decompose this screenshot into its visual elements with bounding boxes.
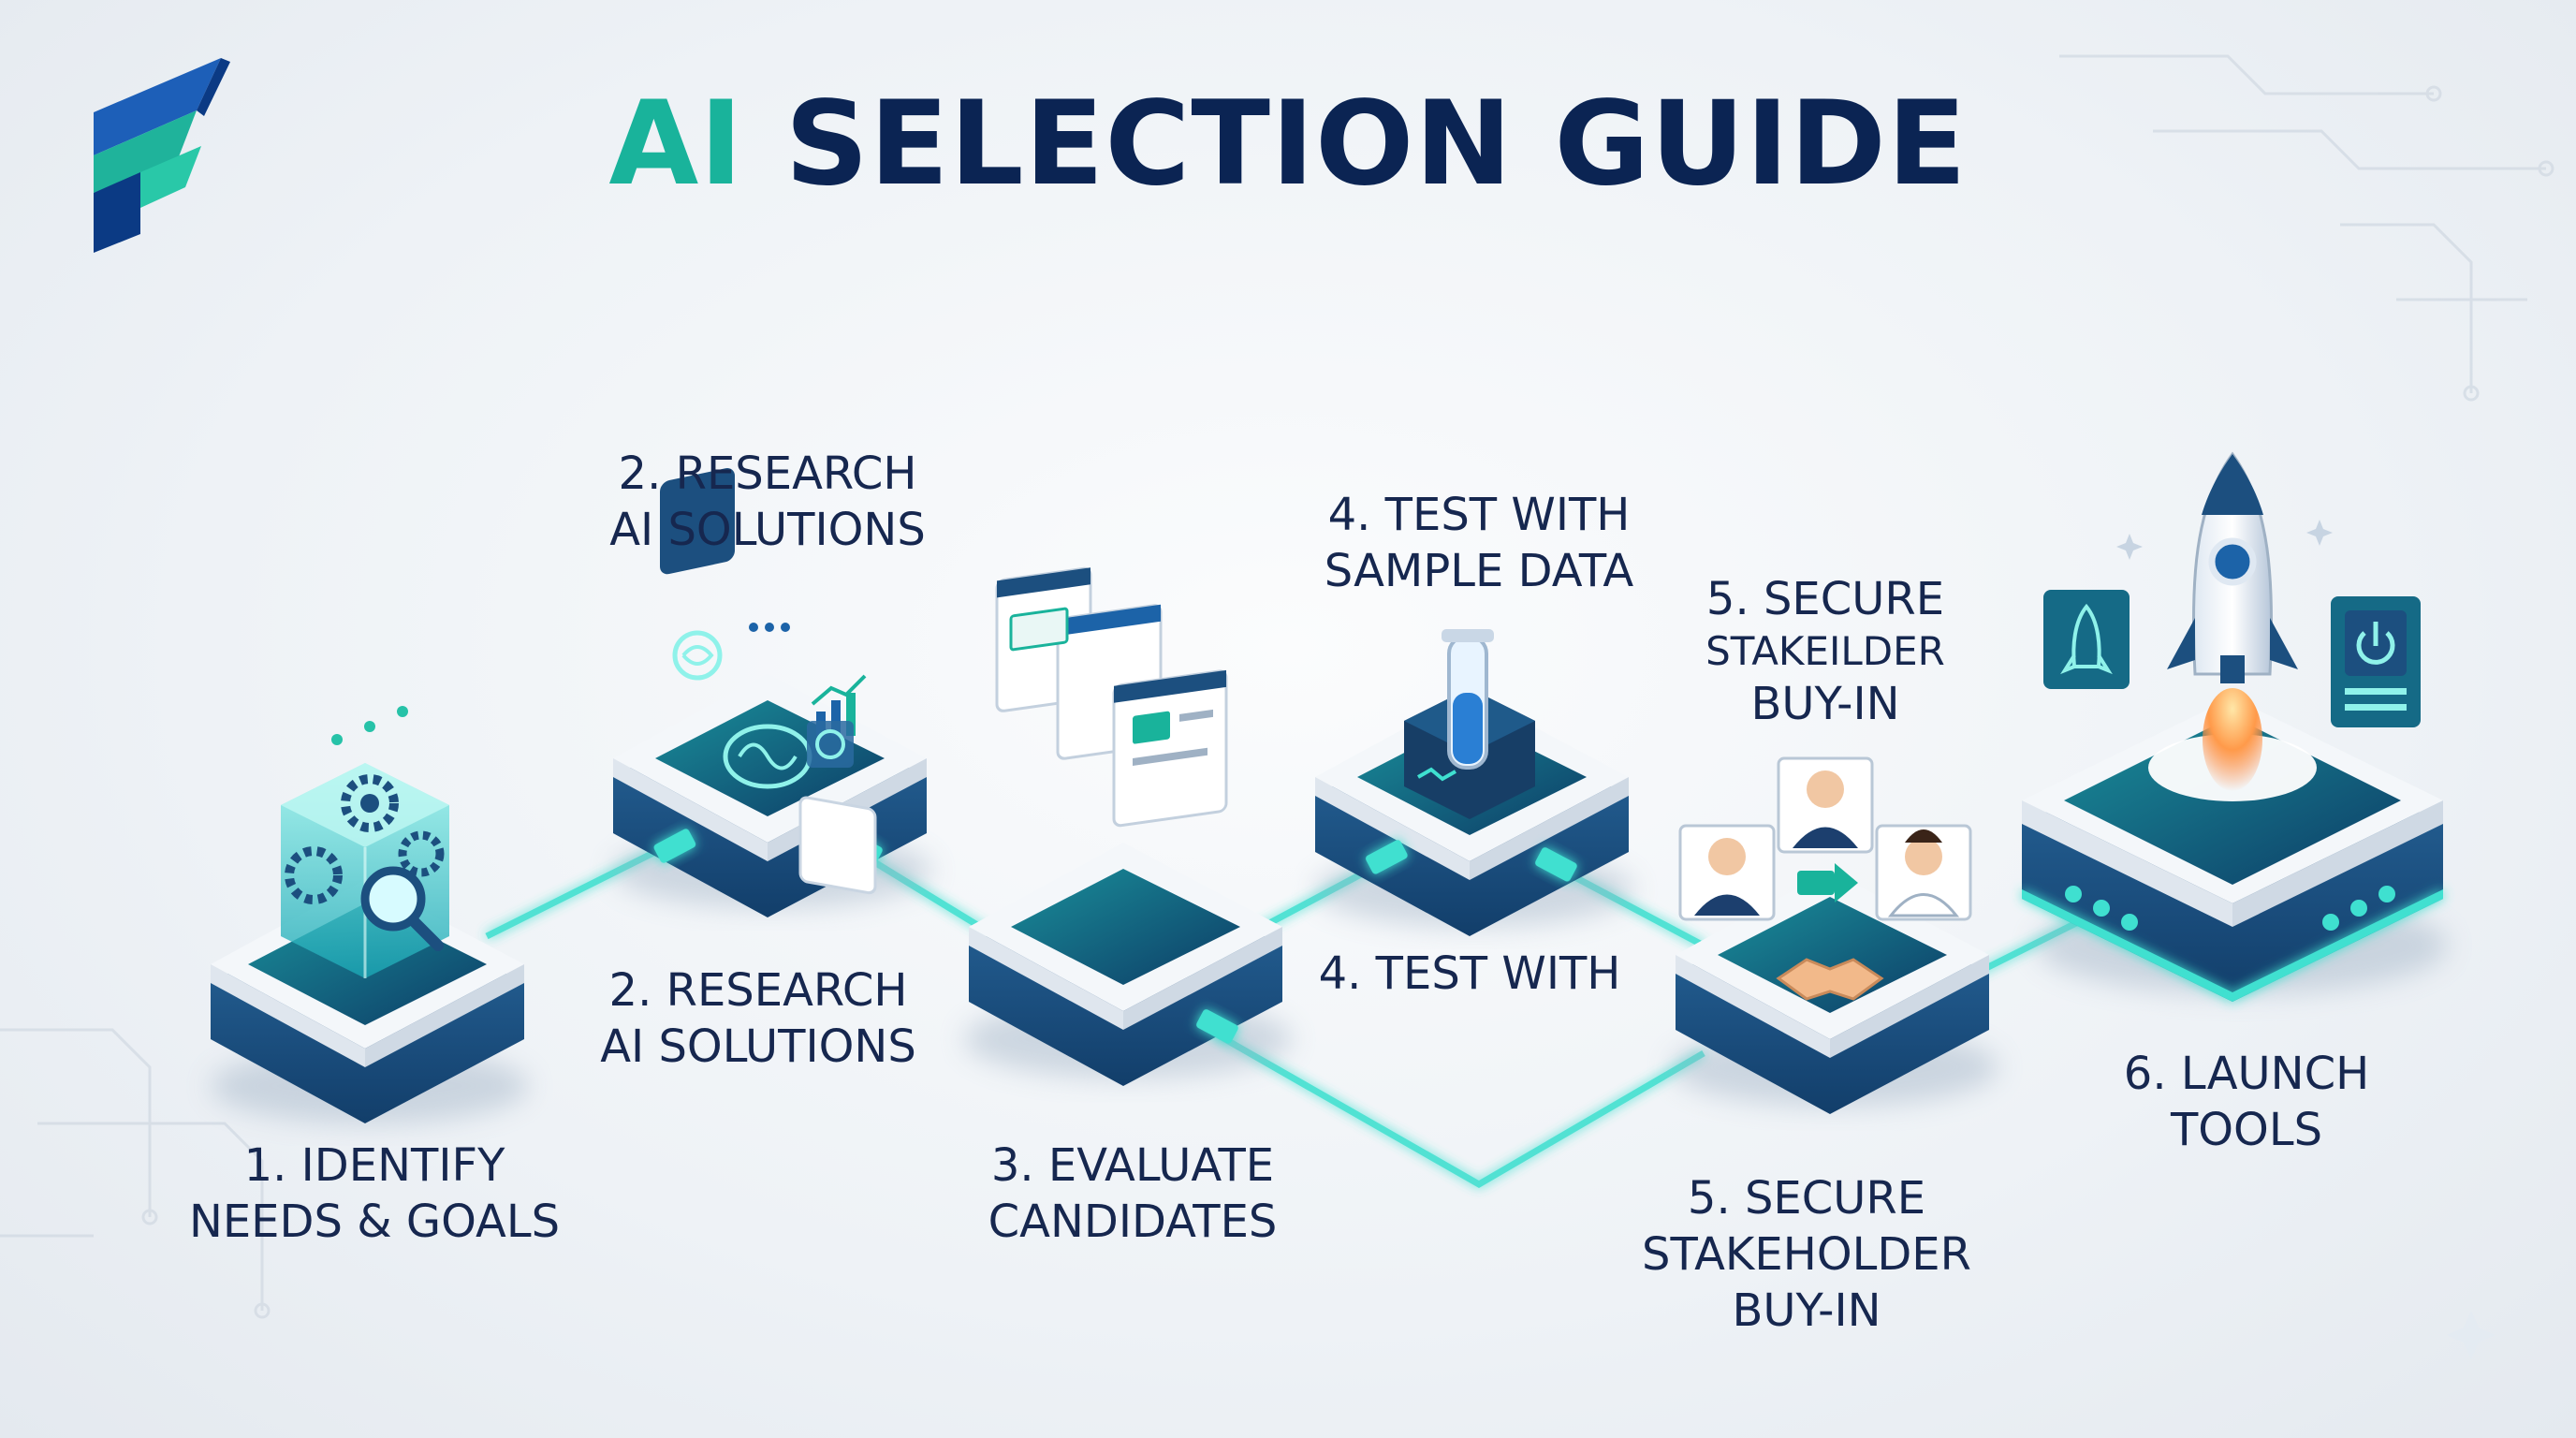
document-panels-icon bbox=[995, 566, 1228, 828]
sparkle-icon bbox=[2447, 1311, 2496, 1359]
step-label-line: AI SOLUTIONS bbox=[600, 1020, 916, 1073]
step-label-line: 1. IDENTIFY bbox=[243, 1139, 505, 1192]
step-label-line: 5. SECURE bbox=[1687, 1172, 1926, 1225]
step-label-line: 4. TEST WITH bbox=[1318, 947, 1621, 1000]
avatar bbox=[1678, 824, 1776, 921]
step-label-launch: 6. LAUNCH TOOLS bbox=[2050, 1046, 2443, 1158]
step-label-line: BUY-IN bbox=[1732, 1284, 1881, 1337]
platform-research bbox=[613, 674, 931, 917]
stakeholder-avatars bbox=[1678, 756, 1972, 921]
avatar bbox=[1875, 824, 1972, 921]
step-label-line: AI SOLUTIONS bbox=[609, 504, 926, 556]
avatar bbox=[1777, 756, 1874, 854]
step-label-line: STAKEILDER bbox=[1705, 628, 1945, 674]
step-label-test-top: 4. TEST WITH SAMPLE DATA bbox=[1282, 487, 1676, 599]
step-label-line: BUY-IN bbox=[1750, 678, 1900, 730]
step-label-line: TOOLS bbox=[2170, 1104, 2323, 1156]
step-label-line: 2. RESEARCH bbox=[618, 448, 917, 500]
page-title: AI SELECTION GUIDE bbox=[0, 86, 2576, 202]
step-label-line: 5. SECURE bbox=[1705, 573, 1945, 625]
test-tube-icon bbox=[1404, 629, 1535, 819]
title-rest: SELECTION GUIDE bbox=[743, 77, 1968, 212]
step-label-line: 2. RESEARCH bbox=[608, 964, 908, 1017]
power-panel-icon bbox=[2331, 596, 2421, 727]
step-label-line: NEEDS & GOALS bbox=[188, 1196, 561, 1248]
step-label-line: 3. EVALUATE bbox=[990, 1139, 1275, 1192]
step-label-line: SAMPLE DATA bbox=[1324, 545, 1634, 597]
brain-network-icon bbox=[660, 468, 877, 895]
circuit-background bbox=[0, 54, 2554, 1319]
step-label-line: 6. LAUNCH bbox=[2123, 1048, 2370, 1100]
step-label-evaluate: 3. EVALUATE CANDIDATES bbox=[936, 1137, 1329, 1250]
step-label-line: CANDIDATES bbox=[988, 1196, 1278, 1248]
sparkle-icon bbox=[2116, 520, 2333, 560]
title-accent: AI bbox=[608, 77, 744, 212]
step-label-identify: 1. IDENTIFY NEEDS & GOALS bbox=[178, 1137, 571, 1250]
rocket-icon bbox=[2148, 451, 2317, 801]
step-label-line: STAKEHOLDER bbox=[1642, 1228, 1971, 1281]
brand-logo-icon bbox=[94, 58, 230, 253]
handshake-icon bbox=[1776, 958, 1884, 1001]
step-label-research-bottom: 2. RESEARCH AI SOLUTIONS bbox=[562, 962, 955, 1075]
step-label-secure-bottom: 5. SECURE STAKEHOLDER BUY-IN bbox=[1619, 1170, 1994, 1339]
platform-evaluate bbox=[964, 843, 1292, 1086]
step-label-test-bottom: 4. TEST WITH bbox=[1273, 946, 1666, 1002]
step-label-line: 4. TEST WITH bbox=[1327, 489, 1631, 541]
rocket-tile-icon bbox=[2043, 590, 2130, 689]
platform-launch bbox=[2022, 697, 2448, 1002]
gear-search-cube-icon bbox=[281, 706, 449, 978]
step-label-secure-top: 5. SECURE STAKEILDER BUY-IN bbox=[1685, 573, 1966, 730]
step-label-research-top: 2. RESEARCH AI SOLUTIONS bbox=[571, 446, 964, 558]
